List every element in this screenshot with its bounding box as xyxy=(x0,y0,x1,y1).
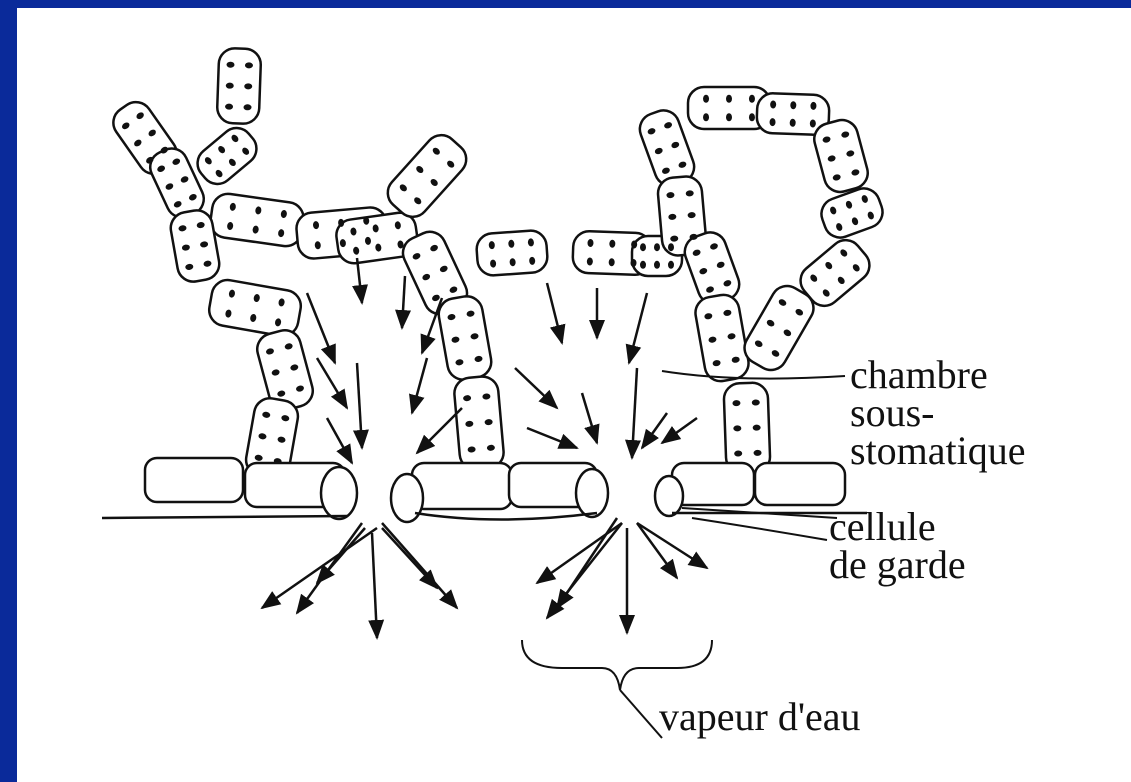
cell-nucleus xyxy=(668,261,674,269)
mesophyll-cell xyxy=(191,122,263,191)
label-cellule-de-garde: cellule de garde xyxy=(829,508,966,584)
mesophyll-cell xyxy=(476,230,549,277)
vapour-arrow xyxy=(402,276,405,328)
label-chambre-line3: stomatique xyxy=(850,432,1026,470)
epidermis-cell xyxy=(672,463,754,505)
guard-cell xyxy=(391,474,423,522)
vapour-arrow xyxy=(357,258,362,303)
mesophyll-cell xyxy=(436,294,494,382)
label-chambre-line2: sous- xyxy=(850,394,1026,432)
label-leader-lines xyxy=(522,371,845,738)
leader-chambre xyxy=(662,371,845,379)
guard-cell xyxy=(655,476,683,516)
vapour-arrow xyxy=(637,523,707,568)
cell-nucleus xyxy=(726,95,732,103)
mesophyll-cell xyxy=(381,129,473,224)
label-vapeur-deau: vapeur d'eau xyxy=(659,698,861,736)
vapour-arrow xyxy=(515,368,557,408)
cell-nucleus xyxy=(640,243,646,251)
mesophyll-cell xyxy=(811,116,872,195)
mesophyll-cell xyxy=(208,192,305,248)
mesophyll-cell xyxy=(453,375,505,470)
mesophyll-cells xyxy=(107,48,887,480)
vapour-arrow xyxy=(547,283,562,343)
mesophyll-cell xyxy=(693,292,751,383)
vapour-arrow xyxy=(317,528,365,583)
vapour-arrow xyxy=(629,293,647,363)
label-cellule-line2: de garde xyxy=(829,546,966,584)
vapour-arrow xyxy=(662,418,697,443)
epidermis-cell xyxy=(412,463,512,509)
cell-nucleus xyxy=(703,95,709,103)
cell-nucleus xyxy=(703,113,709,121)
cell-nucleus xyxy=(640,261,646,269)
brace-vapeur xyxy=(522,640,712,690)
label-chambre-line1: chambre xyxy=(850,356,1026,394)
vapour-arrow xyxy=(372,533,377,638)
guard-cell xyxy=(576,469,608,517)
vapour-arrow xyxy=(262,528,377,608)
vapour-arrow xyxy=(582,393,597,443)
vapour-arrow xyxy=(632,368,637,458)
leader-vapeur xyxy=(620,690,662,738)
leader-cellule xyxy=(692,518,827,540)
vapour-arrow xyxy=(637,523,677,578)
vapour-arrow xyxy=(417,408,462,453)
mesophyll-cell xyxy=(723,382,770,473)
vapour-arrow xyxy=(547,523,622,618)
vapour-arrow xyxy=(357,363,362,448)
diagram-frame: chambre sous- stomatique cellule de gard… xyxy=(17,8,1131,782)
guard-cell xyxy=(321,467,357,519)
cell-nucleus xyxy=(749,95,755,103)
leaf-surface-line xyxy=(102,513,867,520)
vapour-arrow xyxy=(527,428,577,448)
cell-nucleus xyxy=(668,243,674,251)
cell-nucleus xyxy=(654,243,660,251)
mesophyll-cell xyxy=(739,280,820,376)
mesophyll-cell xyxy=(217,48,262,124)
epidermis-cell xyxy=(145,458,243,502)
epidermis-cell xyxy=(755,463,845,505)
vapour-arrow xyxy=(307,293,335,363)
mesophyll-cell xyxy=(817,184,887,242)
vapour-arrow xyxy=(317,358,347,408)
vapour-arrow xyxy=(327,418,352,463)
mesophyll-cell xyxy=(207,278,304,339)
cell-nucleus xyxy=(749,113,755,121)
label-chambre-sous-stomatique: chambre sous- stomatique xyxy=(850,356,1026,470)
label-cellule-line1: cellule xyxy=(829,508,966,546)
cell-nucleus xyxy=(654,261,660,269)
vapour-arrow xyxy=(412,358,427,413)
vapour-arrow xyxy=(382,528,437,588)
cell-nucleus xyxy=(726,113,732,121)
vapour-arrow xyxy=(382,523,457,608)
